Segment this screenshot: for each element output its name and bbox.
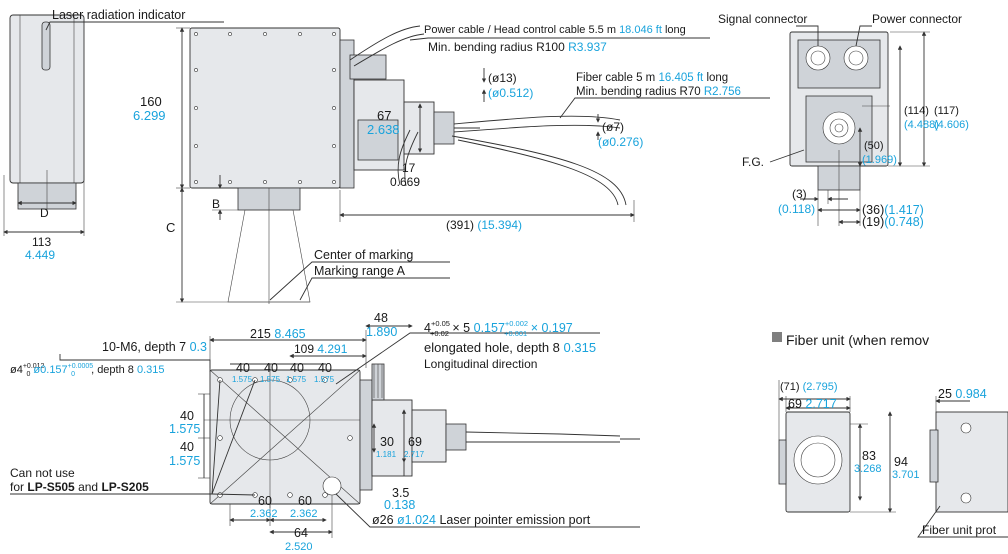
dim-30: 30 (380, 435, 394, 449)
dim-13: (ø13) (488, 71, 517, 85)
dim-d: D (40, 206, 49, 220)
fiber-bend-label: Min. bending radius R70 R2.756 (576, 86, 741, 98)
dim-25: 25 0.984 (938, 387, 987, 401)
section-square-icon (772, 332, 782, 342)
fiber-collar (433, 111, 455, 145)
dim-40v1: 40 (180, 409, 194, 423)
dim-113-in: 4.449 (25, 248, 55, 262)
dim-109: 109 4.291 (294, 342, 348, 356)
center-marking-label: Center of marking (314, 248, 413, 262)
dim-c: C (166, 220, 175, 235)
rear-view (769, 25, 930, 226)
dim-113: 113 (32, 235, 51, 249)
dim-48: 48 (374, 311, 388, 325)
slot-label: 4+0.05+0.02 × 5 0.157+0.002+0.001 × 0.19… (424, 319, 573, 338)
laser-indicator-label: Laser radiation indicator (52, 8, 185, 22)
head-bolts (194, 32, 336, 184)
dim-50: (50) (864, 140, 884, 152)
longitudinal-label: Longitudinal direction (424, 357, 537, 371)
dim-60b: 60 (298, 494, 312, 508)
dim-48-in: 1.890 (366, 325, 397, 339)
dim-7: (ø7) (602, 120, 624, 134)
dim-60b-in: 2.362 (290, 508, 318, 520)
dim-64: 64 (294, 526, 308, 540)
head-body (189, 27, 341, 189)
dim-40c-in: 1.575 (286, 375, 307, 384)
m6-label: 10-M6, depth 7 0.3 (102, 340, 207, 354)
dim-50-in: (1.969) (862, 154, 897, 166)
power-connector-label: Power connector (872, 12, 962, 26)
head-rear-block (357, 119, 399, 161)
dim-17: 17 (402, 161, 416, 175)
dim-114: (114) (904, 105, 929, 117)
dim-40d-in: 1.575 (314, 375, 335, 384)
dim-7-in: (ø0.276) (598, 135, 643, 149)
pointer-port-label: ø26 ø1.024 Laser pointer emission port (372, 513, 591, 527)
front-view (176, 25, 770, 304)
dim-17-in: 0.669 (390, 175, 420, 189)
dim-114-in: (4.488) (904, 119, 939, 131)
fiber-nozzle (403, 101, 435, 155)
dim-40d: 40 (318, 361, 332, 375)
dim-94-in: 3.701 (892, 469, 920, 481)
dim-60a: 60 (258, 494, 272, 508)
power-bend-label: Min. bending radius R100 R3.937 (428, 40, 607, 54)
dim-215: 215 8.465 (250, 327, 306, 341)
slot-depth-label: elongated hole, depth 8 0.315 (424, 340, 596, 355)
power-cable-label: Power cable / Head control cable 5.5 m 1… (424, 24, 686, 36)
dim-35: 3.5 (392, 486, 409, 500)
dim-69-in: 2.717 (404, 450, 425, 459)
dim-40a-in: 1.575 (232, 375, 253, 384)
dim-40c: 40 (290, 361, 304, 375)
dim-83-in: 3.268 (854, 463, 882, 475)
bottom-rear-plate (359, 379, 373, 491)
dim-83: 83 (862, 449, 876, 463)
cannot-use-models: for LP-S505 and LP-S205 (10, 480, 149, 494)
dim-64-in: 2.520 (285, 541, 313, 553)
dim-391: (391) (15.394) (446, 218, 522, 232)
fiber-unit-view (772, 332, 1008, 538)
dim-13-in: (ø0.512) (488, 86, 533, 100)
power-connector-icon (843, 45, 869, 71)
dim-117: (117) (934, 105, 959, 117)
dim-71: (71) (2.795) (780, 381, 837, 393)
laser-indicator-lamp (41, 21, 51, 71)
fg-label: F.G. (742, 155, 764, 169)
dim-94: 94 (894, 455, 908, 469)
dim-3-in: (0.118) (778, 202, 815, 216)
pointer-port-icon (322, 476, 342, 496)
side-view (3, 14, 224, 236)
dim-40v2: 40 (180, 440, 194, 454)
bottom-view (10, 323, 640, 538)
cannot-use-label: Can not use (10, 466, 75, 480)
dim-40b: 40 (264, 361, 278, 375)
marking-range-label: Marking range A (314, 264, 406, 278)
head-connector (349, 54, 387, 80)
dim-67-in: 2.638 (367, 122, 400, 137)
dim-3: (3) (792, 187, 807, 201)
dim-60a-in: 2.362 (250, 508, 278, 520)
fiber-cable-label: Fiber cable 5 m 16.405 ft long (576, 72, 728, 84)
dim-160-in: 6.299 (133, 108, 166, 123)
dim-69b: 69 2.717 (788, 397, 837, 411)
dim-117-in: (4.606) (934, 119, 969, 131)
dim-40b-in: 1.575 (260, 375, 281, 384)
dim-35-in: 0.138 (384, 498, 415, 512)
dim-40v1-in: 1.575 (169, 422, 200, 436)
dim-b: B (212, 197, 220, 211)
dim-67: 67 (377, 108, 391, 123)
dim-30-in: 1.181 (376, 450, 397, 459)
fiber-unit-title: Fiber unit (when remov (786, 332, 929, 348)
dim-160: 160 (140, 94, 162, 109)
dim-19: (19)(0.748) (862, 215, 924, 229)
dim-40v2-in: 1.575 (169, 454, 200, 468)
dim-40a: 40 (236, 361, 250, 375)
fiber-unit-prot-label: Fiber unit prot (922, 523, 997, 537)
dim-69: 69 (408, 435, 422, 449)
signal-connector-label: Signal connector (718, 12, 807, 26)
signal-connector-icon (805, 45, 831, 71)
dim-36: (36)(1.417) (862, 203, 924, 217)
